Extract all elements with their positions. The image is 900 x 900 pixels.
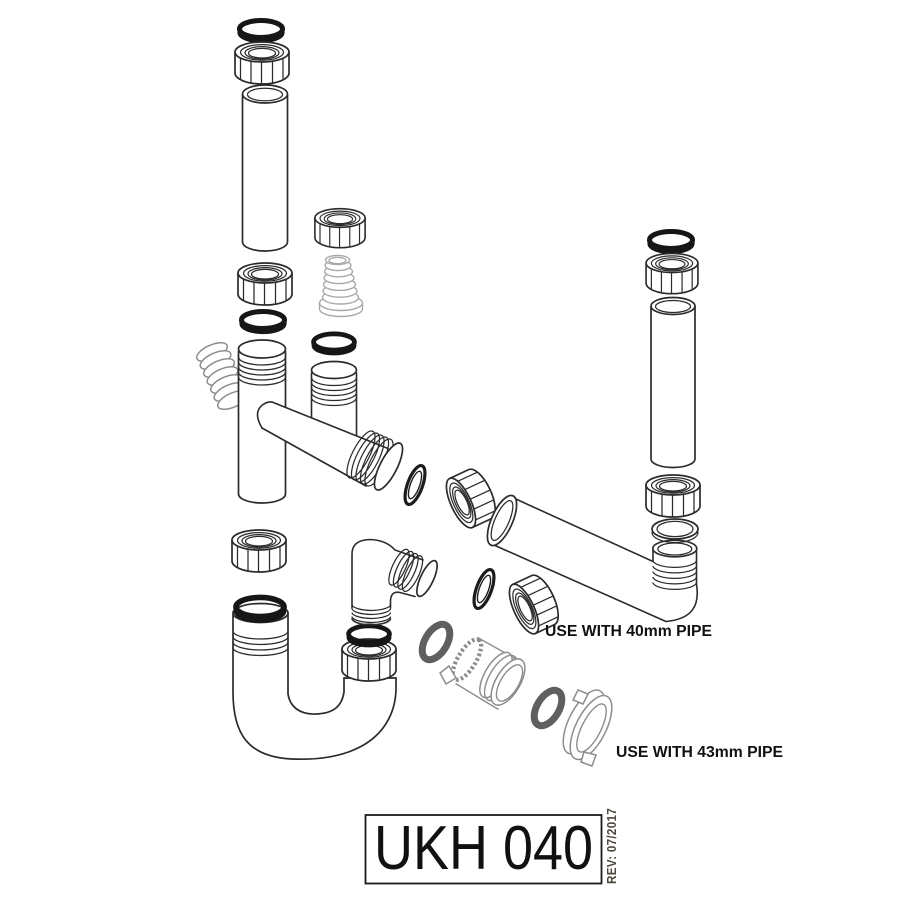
left-lower-seal-ring — [242, 312, 285, 333]
swept-outlet-pipe — [486, 494, 699, 623]
left-top-compression-nut — [234, 41, 290, 85]
flat-washer — [651, 518, 699, 544]
trap-inlet-nut — [231, 529, 287, 573]
revision-text: REV: 07/2017 — [604, 808, 619, 884]
reducer-nut — [314, 207, 366, 249]
riser-top-seal-ring — [650, 232, 693, 253]
trap-outlet-seal-ring — [349, 626, 390, 645]
43mm-clamp-collar — [562, 689, 613, 767]
left-inlet-pipe — [241, 84, 289, 252]
left-lower-compression-nut — [237, 262, 293, 306]
product-code-text: UKH 040 — [374, 814, 593, 883]
riser-top-compression-nut — [645, 252, 699, 295]
reducer-seal-ring — [314, 334, 355, 353]
43mm-seal-ring-b — [529, 686, 568, 731]
riser-pipe — [650, 296, 696, 469]
riser-lower-compression-nut — [645, 474, 701, 518]
taper-reducer — [318, 254, 364, 318]
corrugated-overflow-hose — [195, 341, 250, 411]
left-top-seal-ring — [240, 21, 283, 42]
43mm-seal-ring-a — [417, 620, 456, 665]
branch-seal-ring — [399, 461, 431, 509]
twin-inlet-tee-body — [237, 339, 404, 504]
product-label-box: UKH 040 — [364, 814, 603, 885]
40mm-seal-ring — [468, 565, 500, 613]
label-40mm: USE WITH 40mm PIPE — [545, 623, 712, 640]
outlet-elbow — [351, 538, 438, 626]
label-43mm: USE WITH 43mm PIPE — [616, 744, 783, 761]
43mm-knurled-adapter — [439, 636, 526, 711]
